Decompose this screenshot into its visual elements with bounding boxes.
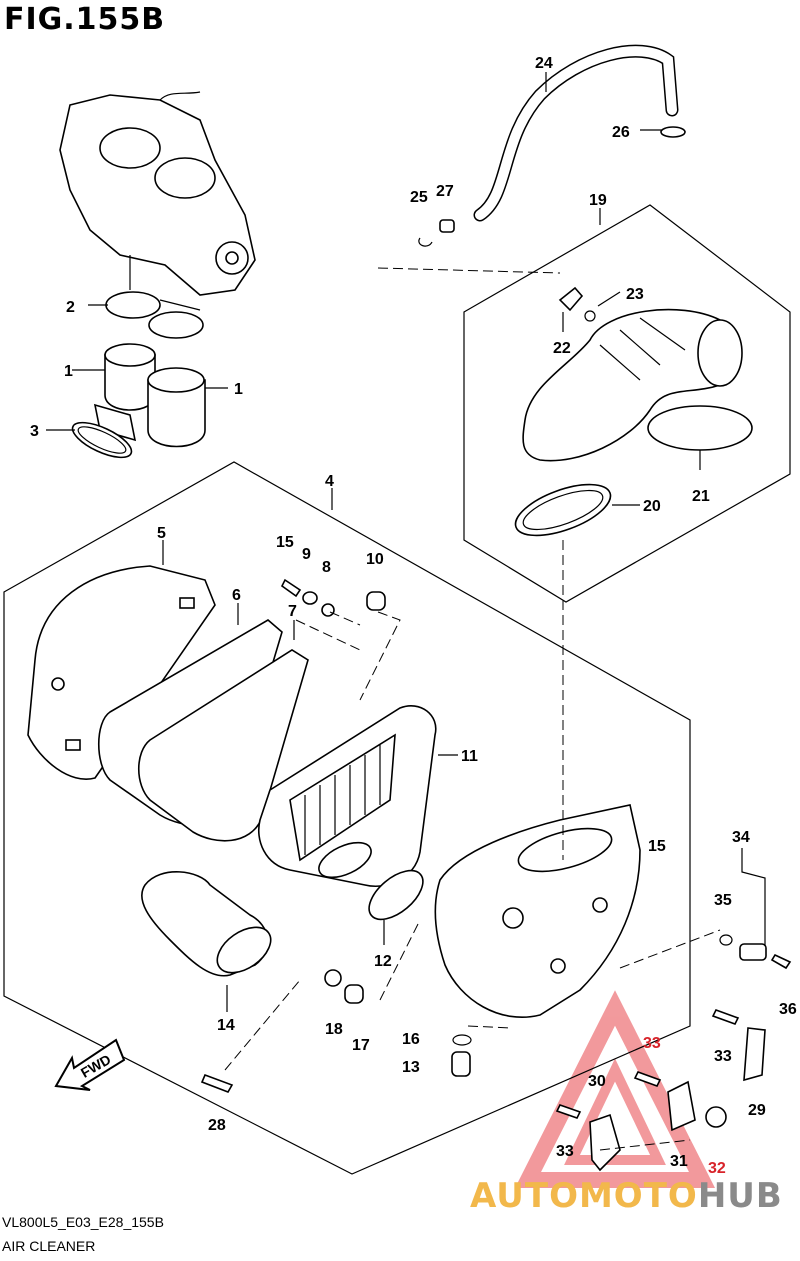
bracket-29	[743, 1027, 766, 1082]
assembly-frame-main	[3, 461, 691, 1175]
assembly-frame-intake	[463, 204, 791, 603]
figure-code: VL800L5_E03_E28_155B	[2, 1214, 164, 1230]
screw-28	[200, 1073, 234, 1093]
callout-17: 17	[352, 1037, 370, 1054]
callout-12: 12	[374, 953, 392, 970]
callout-8: 8	[322, 559, 331, 576]
air-cleaner-cover-5	[27, 565, 216, 780]
bracket-30	[589, 1113, 621, 1172]
callout-labels: 2 1 1 3 4 5 6 7 8 9 10 11 12 13 14 15 15…	[30, 55, 797, 1177]
cap-13	[451, 1051, 471, 1077]
cushion-32	[705, 1106, 727, 1128]
callout-15a: 15	[276, 534, 294, 551]
cushion-10	[366, 591, 386, 611]
washer-9	[302, 591, 318, 605]
watermark-text-b: HUB	[697, 1176, 783, 1216]
figure-name: AIR CLEANER	[2, 1238, 96, 1254]
fitting-22	[558, 286, 584, 312]
clip-25	[418, 237, 433, 247]
callout-11: 11	[461, 748, 478, 765]
callout-5: 5	[157, 525, 166, 542]
callout-36: 36	[779, 1001, 797, 1018]
gasket-12	[368, 869, 424, 921]
callout-19: 19	[589, 192, 607, 209]
cushion-17	[344, 984, 364, 1004]
callout-32: 32	[708, 1160, 726, 1177]
callout-24: 24	[535, 55, 553, 72]
callout-33c: 33	[714, 1048, 732, 1065]
seal-ring-3	[71, 421, 133, 459]
callout-4: 4	[325, 473, 334, 490]
watermark-triangles	[514, 990, 716, 1188]
collar-18	[324, 969, 342, 987]
callout-6: 6	[232, 587, 241, 604]
air-cleaner-case	[434, 804, 641, 1018]
callout-1b: 1	[234, 381, 243, 398]
callout-33b: 33	[556, 1143, 574, 1160]
callout-22: 22	[553, 340, 571, 357]
callout-15b: 15	[648, 838, 666, 855]
clip-16	[452, 1034, 472, 1046]
clip-23	[584, 310, 596, 322]
leader-lines	[46, 72, 701, 1012]
throttle-body	[59, 91, 256, 296]
watermark-text-a: AUTOMOTO	[470, 1176, 698, 1216]
callout-2: 2	[66, 299, 75, 316]
callout-29: 29	[748, 1102, 766, 1119]
screw-36	[770, 953, 792, 970]
callout-1a: 1	[64, 363, 73, 380]
figure-title: FIG.155B	[4, 2, 166, 37]
callout-14: 14	[217, 1017, 235, 1034]
callout-23: 23	[626, 286, 644, 303]
callout-33a: 33	[643, 1035, 661, 1052]
callout-9: 9	[302, 546, 311, 563]
callout-16: 16	[402, 1031, 420, 1048]
filter-element-11	[258, 705, 437, 887]
clip-26	[660, 126, 686, 138]
callout-10: 10	[366, 551, 384, 568]
callout-26: 26	[612, 124, 630, 141]
forward-direction-arrow: FWD	[54, 1038, 126, 1091]
sensor-34	[739, 943, 767, 961]
callout-13: 13	[402, 1059, 420, 1076]
bolt-33	[555, 1009, 740, 1119]
callout-28: 28	[208, 1117, 226, 1134]
callout-30: 30	[588, 1073, 606, 1090]
intake-duct-19	[522, 308, 743, 462]
callout-25: 25	[410, 189, 428, 206]
callout-35: 35	[714, 892, 732, 909]
collar-8	[321, 603, 335, 617]
callout-31: 31	[670, 1153, 688, 1170]
callout-7: 7	[288, 603, 297, 620]
breather-hose-24	[473, 44, 679, 222]
bolt-15	[280, 578, 302, 598]
callout-34: 34	[732, 829, 750, 846]
clamp-21	[647, 405, 753, 451]
callout-20: 20	[643, 498, 661, 515]
o-ring-35	[719, 934, 733, 946]
seal-20	[514, 483, 612, 537]
fitting-27	[439, 219, 455, 233]
intake-elbow-14	[141, 871, 272, 977]
clamp-2	[105, 291, 204, 339]
callout-3: 3	[30, 423, 39, 440]
connector-lines	[129, 255, 766, 1151]
callout-21: 21	[692, 488, 710, 505]
watermark-logo: AUTOMOTOHUB	[470, 1176, 783, 1216]
callout-27: 27	[436, 183, 454, 200]
callout-18: 18	[325, 1021, 343, 1038]
bracket-31	[667, 1080, 696, 1132]
intake-pipe-1	[93, 343, 206, 448]
